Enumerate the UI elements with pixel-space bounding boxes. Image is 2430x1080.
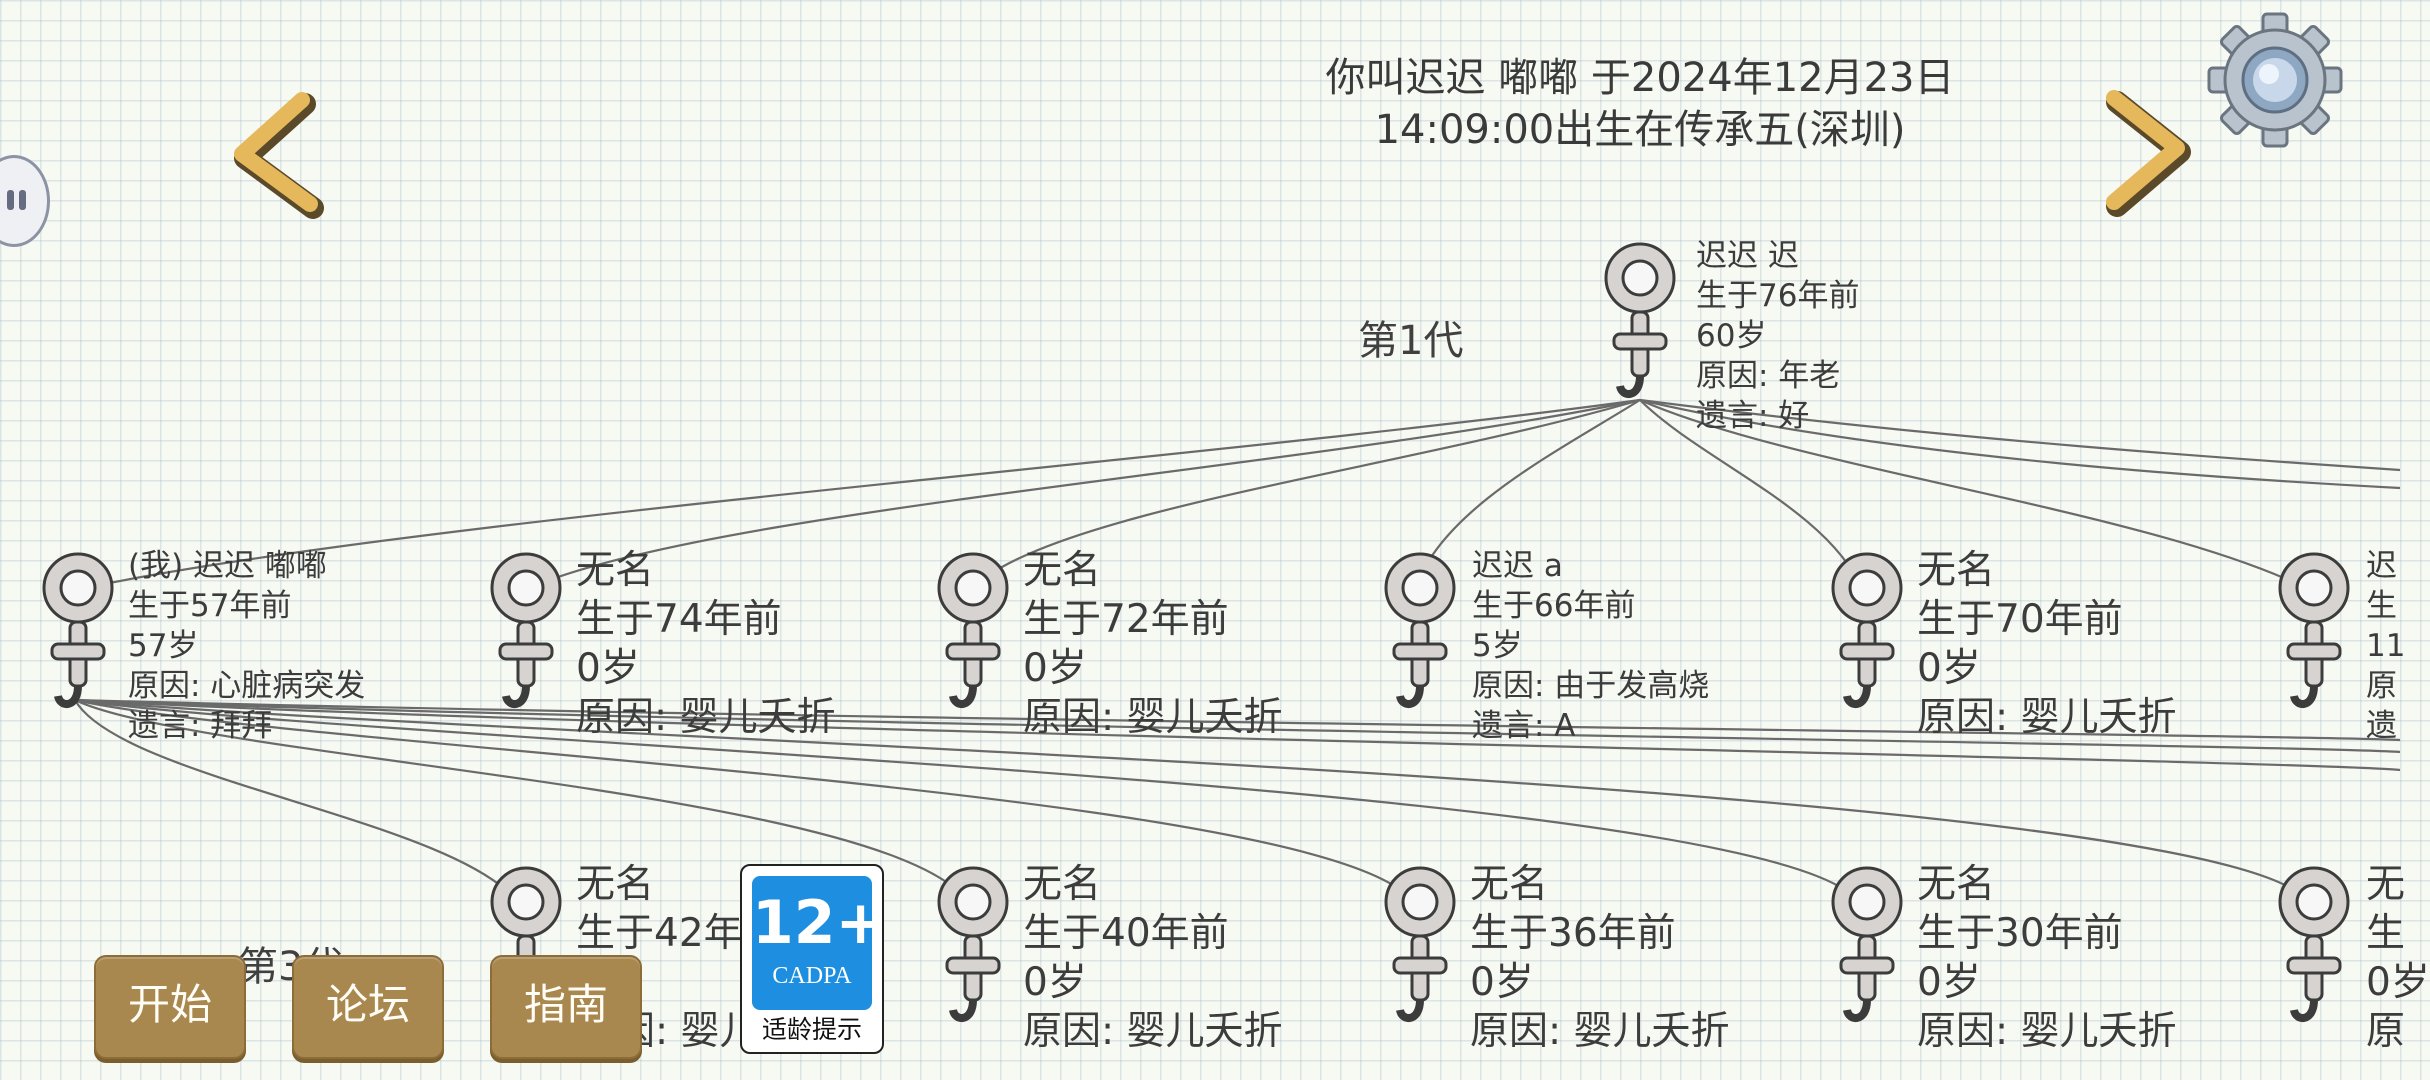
female-symbol-icon — [42, 552, 114, 708]
age-rating-panel: 12+ CADPA — [752, 876, 886, 1010]
person-age: 0岁 — [1023, 960, 1087, 1005]
female-symbol-icon — [1384, 552, 1456, 708]
person-name: 无名 — [576, 548, 655, 593]
generation-label-1: 第1代 — [1358, 318, 1464, 364]
female-symbol-icon — [1604, 242, 1676, 398]
person-born: 生于76年前 — [1696, 278, 1860, 314]
person-name: 无名 — [1023, 862, 1102, 907]
person-info: 无名 生于72年前 0岁 原因: 婴儿夭折 — [1023, 546, 1283, 742]
person-age: 0岁 — [1023, 646, 1087, 691]
person-will: 遗 — [2366, 708, 2397, 744]
person-born: 生 — [2366, 911, 2406, 956]
person-cause: 原因: 年老 — [1696, 358, 1841, 394]
person-root-info: 迟迟 迟 生于76年前 60岁 原因: 年老 遗言: 好 — [1696, 236, 1859, 436]
person-info: 无名 生于30年前 0岁 原因: 婴儿夭折 — [1917, 860, 2177, 1056]
female-symbol-icon — [2278, 552, 2350, 708]
person-cause: 原因: 婴儿夭折 — [1023, 1009, 1283, 1054]
pause-icon-bar-left — [7, 190, 14, 210]
person-age: 57岁 — [128, 628, 199, 664]
birth-info-line2: 14:09:00出生在传承五(深圳) — [1374, 107, 1906, 153]
person-cause: 原因: 婴儿夭折 — [576, 695, 836, 740]
person-cause: 原因: 婴儿夭折 — [1917, 1009, 2177, 1054]
age-rating-org: CADPA — [772, 963, 852, 989]
female-symbol-icon — [1384, 866, 1456, 1022]
gear-icon — [2207, 12, 2343, 148]
person-born: 生于42年 — [576, 911, 743, 956]
person-info: 无名 生于74年前 0岁 原因: 婴儿夭折 — [576, 546, 836, 742]
person-name: 无名 — [1917, 862, 1996, 907]
person-name: 迟迟 a — [1472, 548, 1563, 584]
person-age: 60岁 — [1696, 318, 1767, 354]
person-name: 无名 — [576, 862, 655, 907]
person-name: (我) 迟迟 嘟嘟 — [128, 548, 327, 584]
chevron-left-icon — [234, 92, 324, 219]
person-age: 0岁 — [2366, 960, 2430, 1005]
birth-info: 你叫迟迟 嘟嘟 于2024年12月23日 14:09:00出生在传承五(深圳) — [1210, 52, 2070, 156]
person-info: 迟 生 11 原 遗 — [2366, 546, 2405, 746]
female-symbol-icon — [937, 552, 1009, 708]
person-name: 无名 — [1470, 862, 1549, 907]
person-cause: 原因: 婴儿夭折 — [1917, 695, 2177, 740]
female-symbol-icon — [1831, 866, 1903, 1022]
next-arrow-button[interactable] — [2092, 90, 2202, 217]
person-will: 遗言: 好 — [1696, 398, 1810, 434]
age-rating-tip: 适龄提示 — [761, 1015, 862, 1044]
person-born: 生于66年前 — [1472, 588, 1636, 624]
age-rating-number: 12+ — [752, 888, 886, 958]
person-born: 生于30年前 — [1917, 911, 2123, 956]
person-name: 迟 — [2366, 548, 2397, 584]
person-born: 生于74年前 — [576, 597, 782, 642]
female-symbol-icon — [1831, 552, 1903, 708]
person-age: 0岁 — [1917, 960, 1981, 1005]
guide-button[interactable]: 指南 — [490, 955, 642, 1059]
pause-icon-bar-right — [19, 190, 26, 210]
person-born: 生于36年前 — [1470, 911, 1676, 956]
person-info: 无 生 0岁 原 — [2366, 860, 2430, 1056]
forum-button[interactable]: 论坛 — [292, 955, 444, 1059]
person-info: (我) 迟迟 嘟嘟 生于57年前 57岁 原因: 心脏病突发 遗言: 拜拜 — [128, 546, 365, 746]
person-cause: 原因: 由于发高烧 — [1472, 668, 1710, 704]
person-born: 生于70年前 — [1917, 597, 2123, 642]
chevron-right-icon — [2106, 90, 2191, 217]
settings-button[interactable] — [2205, 10, 2345, 150]
person-age: 0岁 — [1917, 646, 1981, 691]
person-info: 无名 生于40年前 0岁 原因: 婴儿夭折 — [1023, 860, 1283, 1056]
birth-info-line1: 你叫迟迟 嘟嘟 于2024年12月23日 — [1325, 55, 1955, 101]
person-age: 0岁 — [1470, 960, 1534, 1005]
person-cause: 原因: 婴儿夭折 — [1023, 695, 1283, 740]
person-name: 无名 — [1917, 548, 1996, 593]
female-symbol-icon — [2278, 866, 2350, 1022]
person-info: 迟迟 a 生于66年前 5岁 原因: 由于发高烧 遗言: A — [1472, 546, 1709, 746]
person-name: 迟迟 迟 — [1696, 238, 1799, 274]
female-symbol-icon — [490, 552, 562, 708]
person-born: 生于40年前 — [1023, 911, 1229, 956]
person-age: 0岁 — [576, 646, 640, 691]
person-name: 无 — [2366, 862, 2406, 907]
age-rating-badge[interactable]: 12+ CADPA 适龄提示 — [740, 864, 886, 1054]
start-button[interactable]: 开始 — [94, 955, 246, 1059]
person-name: 无名 — [1023, 548, 1102, 593]
person-cause: 原 — [2366, 1009, 2406, 1054]
person-age: 5岁 — [1472, 628, 1523, 664]
person-born: 生 — [2366, 588, 2397, 624]
prev-arrow-button[interactable] — [222, 92, 332, 219]
person-will: 遗言: 拜拜 — [128, 708, 273, 744]
person-born: 生于57年前 — [128, 588, 292, 624]
person-cause: 原因: 婴儿夭折 — [1470, 1009, 1730, 1054]
person-born: 生于72年前 — [1023, 597, 1229, 642]
person-cause: 原因: 心脏病突发 — [128, 668, 366, 704]
female-symbol-icon — [937, 866, 1009, 1022]
person-age: 11 — [2366, 628, 2406, 664]
person-will: 遗言: A — [1472, 708, 1576, 744]
person-info: 无名 生于70年前 0岁 原因: 婴儿夭折 — [1917, 546, 2177, 742]
person-cause: 原 — [2366, 668, 2397, 704]
person-info: 无名 生于36年前 0岁 原因: 婴儿夭折 — [1470, 860, 1730, 1056]
